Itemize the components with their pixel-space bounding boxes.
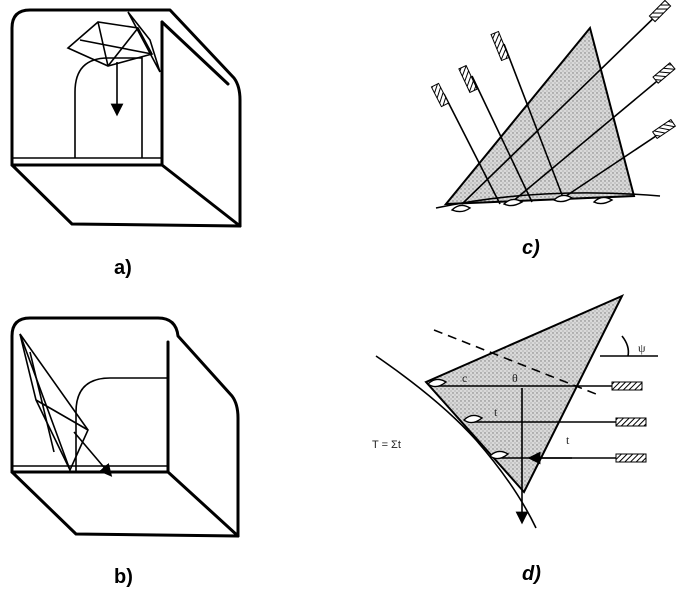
label-psi-d: ψ (638, 341, 646, 355)
cube-outline-b (12, 318, 238, 536)
panel-a: a) (12, 10, 240, 279)
panel-d: c θ t t ψ T = Σt d) (372, 296, 658, 585)
label-c-d: c (462, 371, 467, 385)
panel-b: b) (12, 318, 238, 588)
indenter-a (68, 12, 160, 72)
psi-arc (622, 336, 628, 356)
abrasive-grain-d (426, 296, 622, 492)
caption-b: b) (114, 566, 133, 588)
abrasive-grain-c (446, 28, 634, 204)
caption-c: c) (522, 237, 540, 259)
label-t-right-d: t (566, 433, 570, 447)
indenter-b (20, 334, 88, 470)
panel-c: c) (431, 0, 675, 259)
caption-a: a) (114, 257, 132, 279)
label-theta-d: θ (512, 371, 518, 385)
caption-d: d) (522, 563, 541, 585)
formula-d: T = Σt (372, 439, 401, 451)
